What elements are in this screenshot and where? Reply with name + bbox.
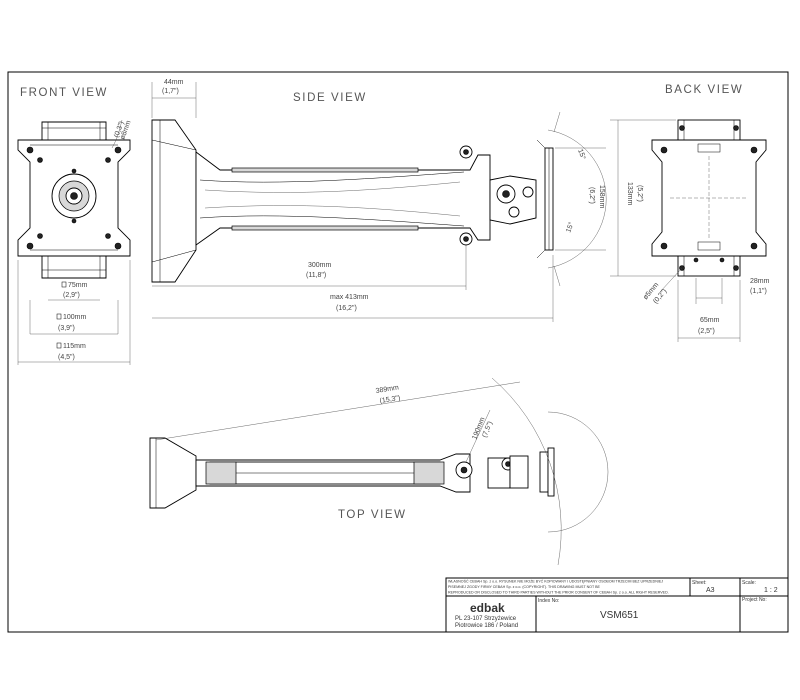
drawing-frame [7, 71, 789, 633]
svg-text:(2,9"): (2,9") [63, 292, 80, 299]
svg-text:(1,1"): (1,1") [750, 288, 767, 295]
svg-text:(1,7"): (1,7") [162, 88, 179, 95]
top-view-title: TOP VIEW [338, 509, 407, 521]
svg-text:100mm: 100mm [63, 314, 87, 321]
copyright-notice-line3: REPRODUCED OR DISCLOSED TO THIRD PARTIES… [448, 591, 669, 595]
svg-text:(5,2"): (5,2") [636, 185, 643, 202]
title-block: WŁASNOŚĆ CEBAH Sp. z o.o. RYSUNEK NIE MO… [445, 577, 789, 633]
svg-text:75mm: 75mm [68, 282, 88, 289]
side-view-dimensions: 44mm (1,7") 300mm (11,8") max 413mm (16,… [151, 79, 606, 322]
sheet-label: Sheet: [692, 580, 706, 586]
scale-value: 1 : 2 [764, 587, 778, 594]
index-label: Index No: [538, 598, 559, 604]
svg-text:(16,2"): (16,2") [336, 305, 357, 312]
svg-text:115mm: 115mm [63, 343, 86, 350]
svg-text:158mm: 158mm [598, 185, 605, 209]
vesa-hole-icon [26, 242, 34, 250]
index-value: VSM651 [600, 610, 639, 621]
top-view-arm [149, 377, 609, 566]
front-view-title: FRONT VIEW [20, 87, 108, 99]
front-view-plate [17, 121, 131, 279]
copyright-notice-line2: PISEMNEJ ZGODY FIRMY CEBAH Sp. z o.o. (C… [448, 585, 600, 589]
svg-text:65mm: 65mm [700, 317, 720, 324]
svg-text:(11,8"): (11,8") [306, 272, 326, 279]
svg-text:(15,3"): (15,3") [379, 395, 401, 405]
svg-text:(3,9"): (3,9") [58, 325, 75, 332]
scale-label: Scale: [742, 580, 756, 586]
top-view-dimensions: 389mm (15,3") 190mm (7,5") [375, 384, 494, 440]
svg-text:300mm: 300mm [308, 262, 332, 269]
svg-text:389mm: 389mm [375, 384, 399, 395]
front-view-dimensions: 75mm (2,9") 100mm (3,9") 115mm (4,5") ø8… [17, 119, 133, 365]
address-line1: PL 23-107 Strzyżewice [455, 616, 517, 622]
side-view-title: SIDE VIEW [293, 92, 367, 104]
svg-text:44mm: 44mm [164, 79, 184, 86]
company-logo: edbak [470, 601, 505, 615]
svg-text:(4,5"): (4,5") [58, 354, 75, 361]
back-view-plate [651, 119, 767, 277]
vesa-hole-icon [114, 242, 122, 250]
vesa-hole-icon [26, 146, 34, 154]
svg-text:28mm: 28mm [750, 278, 770, 285]
svg-text:15°: 15° [576, 148, 587, 161]
svg-text:(6,2"): (6,2") [588, 187, 595, 204]
vesa-hole-icon [114, 146, 122, 154]
svg-text:max 413mm: max 413mm [330, 294, 369, 301]
address-line2: Piotrowice 186 / Poland [455, 623, 518, 629]
copyright-notice-line1: WŁASNOŚĆ CEBAH Sp. z o.o. RYSUNEK NIE MO… [448, 579, 663, 584]
back-view-title: BACK VIEW [665, 84, 743, 96]
project-label: Project No: [742, 597, 767, 603]
sheet-value: A3 [706, 587, 715, 594]
side-view-arm [151, 111, 607, 287]
svg-text:15°: 15° [564, 221, 575, 234]
svg-text:(2,5"): (2,5") [698, 328, 715, 335]
svg-text:133mm: 133mm [626, 182, 633, 206]
